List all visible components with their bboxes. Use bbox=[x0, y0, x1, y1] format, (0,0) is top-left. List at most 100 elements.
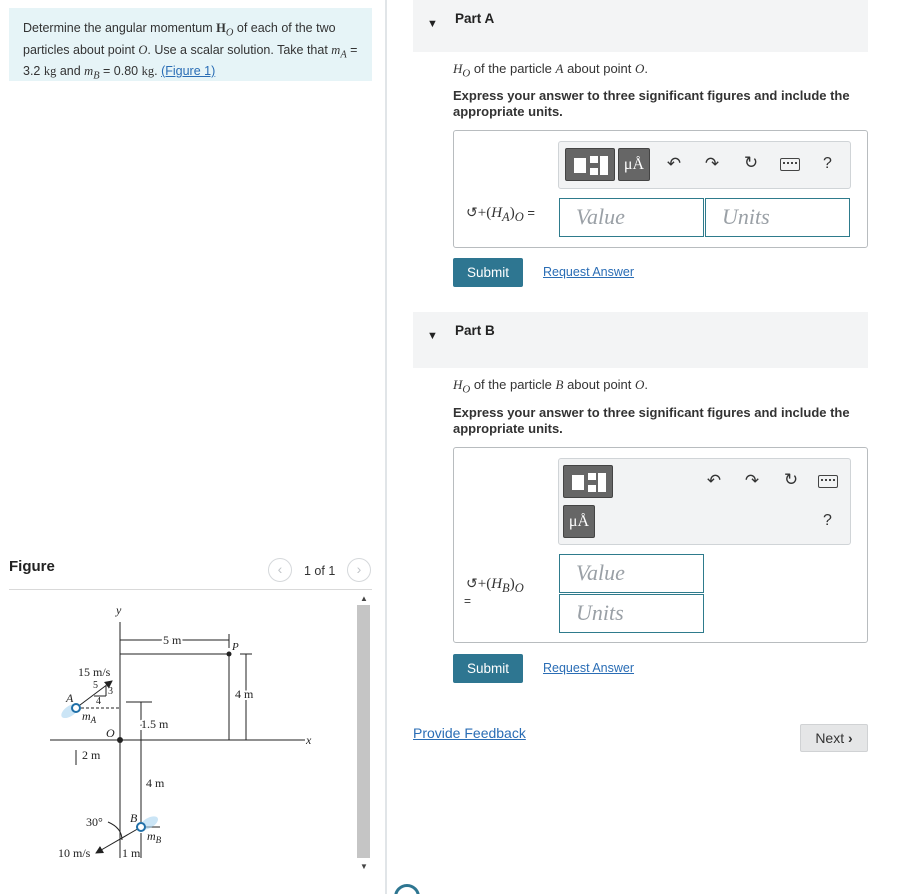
part-b-toolbar: μÅ ↶ ↷ ↻ ? bbox=[558, 458, 851, 545]
label-speed-a: 15 m/s bbox=[78, 665, 111, 679]
part-a-units-input[interactable]: Units bbox=[705, 198, 850, 237]
column-divider bbox=[385, 0, 387, 894]
part-a-request-answer-link[interactable]: Request Answer bbox=[543, 265, 635, 279]
figure-link[interactable]: (Figure 1) bbox=[161, 64, 216, 78]
figure-scrollbar[interactable] bbox=[357, 605, 370, 858]
problem-text: of each of the two particles about point bbox=[23, 21, 336, 57]
help-icon[interactable]: ? bbox=[823, 155, 832, 172]
figure-next-button[interactable]: › bbox=[347, 558, 371, 582]
mb-unit: kg bbox=[141, 64, 155, 78]
eq-text: +( bbox=[477, 205, 492, 221]
chevron-left-icon: ‹ bbox=[277, 561, 283, 577]
units-symbol-button[interactable]: μÅ bbox=[618, 148, 650, 181]
q-text: of the particle bbox=[470, 61, 556, 76]
scroll-down-icon[interactable]: ▼ bbox=[360, 862, 368, 871]
q-text: . bbox=[644, 377, 649, 392]
undo-icon[interactable]: ↶ bbox=[666, 154, 682, 173]
mb-value: = 0.80 bbox=[99, 64, 142, 78]
scroll-up-icon[interactable]: ▲ bbox=[360, 594, 368, 603]
redo-icon[interactable]: ↷ bbox=[704, 154, 720, 173]
q-text: of the particle bbox=[470, 377, 556, 392]
eq-text: ) bbox=[509, 205, 515, 221]
eq-text: = bbox=[523, 205, 535, 220]
q-symbol: H bbox=[453, 377, 463, 392]
problem-text: and bbox=[56, 64, 85, 78]
eq-sub: B bbox=[502, 581, 510, 595]
eq-sub: O bbox=[514, 581, 524, 595]
part-b-equals: = bbox=[464, 594, 472, 608]
label-ma: mA bbox=[82, 709, 97, 725]
part-b-equation-label: ↺+(HB)O bbox=[466, 576, 524, 596]
q-symbol: H bbox=[453, 61, 463, 76]
particle-b bbox=[136, 822, 146, 832]
next-label: Next bbox=[815, 730, 845, 746]
symbol-ma-sub: A bbox=[340, 49, 347, 60]
undo-icon[interactable]: ↶ bbox=[706, 471, 722, 490]
part-a-submit-button[interactable]: Submit bbox=[453, 258, 523, 287]
label-x: x bbox=[305, 733, 312, 747]
fraction-template-icon bbox=[572, 473, 606, 492]
label-a: A bbox=[65, 691, 74, 705]
collapse-caret-icon: ▼ bbox=[427, 18, 438, 30]
label-3: 3 bbox=[108, 686, 113, 697]
problem-text: . bbox=[154, 64, 162, 78]
velocity-b-arrow bbox=[95, 826, 142, 854]
redo-icon[interactable]: ↷ bbox=[744, 471, 760, 490]
next-button[interactable]: Next › bbox=[800, 724, 868, 752]
figure-prev-button[interactable]: ‹ bbox=[268, 558, 292, 582]
label-4: 4 bbox=[96, 696, 101, 707]
label-4m-down: 4 m bbox=[146, 776, 165, 790]
q-text: . bbox=[644, 61, 649, 76]
eq-text: ) bbox=[509, 576, 515, 592]
provide-feedback-link[interactable]: Provide Feedback bbox=[413, 725, 526, 741]
part-a-question: HO of the particle A about point O. bbox=[453, 61, 648, 80]
collapse-caret-icon: ▼ bbox=[427, 330, 438, 342]
symbol-h: H bbox=[216, 21, 226, 35]
q-point: O bbox=[635, 377, 645, 392]
keyboard-icon[interactable] bbox=[818, 475, 838, 488]
symbol-ma: m bbox=[331, 42, 341, 57]
help-icon[interactable]: ? bbox=[823, 512, 832, 529]
part-a-value-input[interactable]: Value bbox=[559, 198, 704, 237]
label-5m: 5 m bbox=[163, 633, 182, 647]
part-a-equation-label: ↺+(HA)O = bbox=[466, 205, 535, 225]
part-b-value-input[interactable]: Value bbox=[559, 554, 704, 593]
keyboard-icon[interactable] bbox=[780, 158, 800, 171]
particle-a bbox=[71, 703, 81, 713]
figure-title: Figure bbox=[9, 558, 55, 575]
ma-value: = 3.2 bbox=[23, 42, 358, 79]
eq-sub: O bbox=[514, 210, 524, 224]
part-b-header[interactable]: ▼ Part B bbox=[413, 312, 868, 368]
label-speed-b: 10 m/s bbox=[58, 846, 91, 860]
part-b-title: Part B bbox=[455, 323, 495, 338]
label-mb: mB bbox=[147, 829, 162, 845]
part-b-request-answer-link[interactable]: Request Answer bbox=[543, 661, 635, 675]
part-b-submit-button[interactable]: Submit bbox=[453, 654, 523, 683]
label-1m: 1 m bbox=[122, 846, 141, 860]
figure-separator bbox=[9, 589, 372, 590]
templates-button[interactable] bbox=[565, 148, 615, 181]
part-b-answer-box: μÅ ↶ ↷ ↻ ? ↺+(HB)O = Value Units bbox=[453, 447, 868, 643]
label-y: y bbox=[115, 603, 122, 617]
part-a-instruction: Express your answer to three significant… bbox=[453, 88, 850, 119]
part-a-title: Part A bbox=[455, 11, 495, 26]
part-a-header[interactable]: ▼ Part A bbox=[413, 0, 868, 52]
help-bubble-icon[interactable] bbox=[394, 884, 420, 894]
label-4m-right: 4 m bbox=[235, 687, 254, 701]
problem-statement: Determine the angular momentum HO of eac… bbox=[9, 8, 372, 82]
units-symbol-button[interactable]: μÅ bbox=[563, 505, 595, 538]
part-b-units-input[interactable]: Units bbox=[559, 594, 704, 633]
label-2m: 2 m bbox=[82, 748, 101, 762]
symbol-mb-sub: B bbox=[93, 70, 100, 82]
symbol-h-sub: O bbox=[225, 27, 234, 39]
q-point: O bbox=[635, 61, 645, 76]
reset-icon[interactable]: ↻ bbox=[783, 470, 799, 489]
label-b: B bbox=[130, 811, 138, 825]
label-5: 5 bbox=[93, 680, 98, 691]
part-b-question: HO of the particle B about point O. bbox=[453, 377, 648, 396]
templates-button[interactable] bbox=[563, 465, 613, 498]
problem-text: Determine the angular momentum bbox=[23, 21, 217, 35]
chevron-right-icon: › bbox=[848, 730, 853, 746]
reset-icon[interactable]: ↻ bbox=[743, 153, 759, 172]
eq-text: +( bbox=[477, 576, 492, 592]
